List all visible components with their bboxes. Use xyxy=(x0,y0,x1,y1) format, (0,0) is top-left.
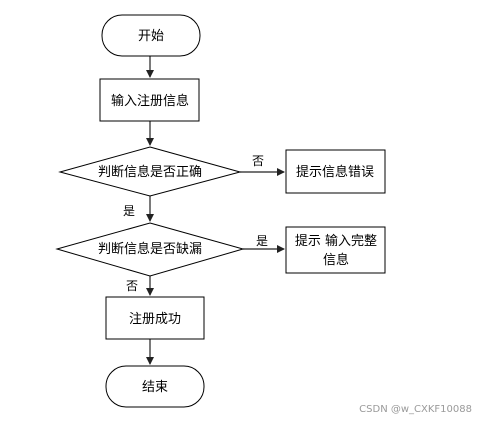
register-success-node: 注册成功 xyxy=(105,296,205,340)
input-info-label: 输入注册信息 xyxy=(111,93,189,109)
edge-label-missing-no: 否 xyxy=(126,279,138,293)
edge-label-correct-yes: 是 xyxy=(123,204,135,218)
end-label: 结束 xyxy=(142,380,168,395)
complete-info-tip-node: 提示 输入完整 信息 xyxy=(285,226,386,274)
error-tip-node: 提示信息错误 xyxy=(285,149,386,194)
check-missing-decision: 判断信息是否缺漏 xyxy=(55,222,245,277)
error-tip-label: 提示信息错误 xyxy=(296,164,374,180)
edge-label-correct-no: 否 xyxy=(252,154,264,168)
complete-tip-line2: 信息 xyxy=(323,252,349,268)
input-info-node: 输入注册信息 xyxy=(99,78,200,122)
check-correct-decision: 判断信息是否正确 xyxy=(58,146,242,197)
check-missing-label: 判断信息是否缺漏 xyxy=(98,241,202,257)
complete-tip-line1: 提示 输入完整 xyxy=(295,233,377,249)
register-success-label: 注册成功 xyxy=(129,312,181,327)
watermark: CSDN @w_CXKF10088 xyxy=(359,404,472,415)
edge-label-missing-yes: 是 xyxy=(256,234,268,248)
check-correct-label: 判断信息是否正确 xyxy=(98,164,202,180)
end-node: 结束 xyxy=(105,365,205,408)
start-node: 开始 xyxy=(101,14,201,57)
start-label: 开始 xyxy=(138,29,164,44)
